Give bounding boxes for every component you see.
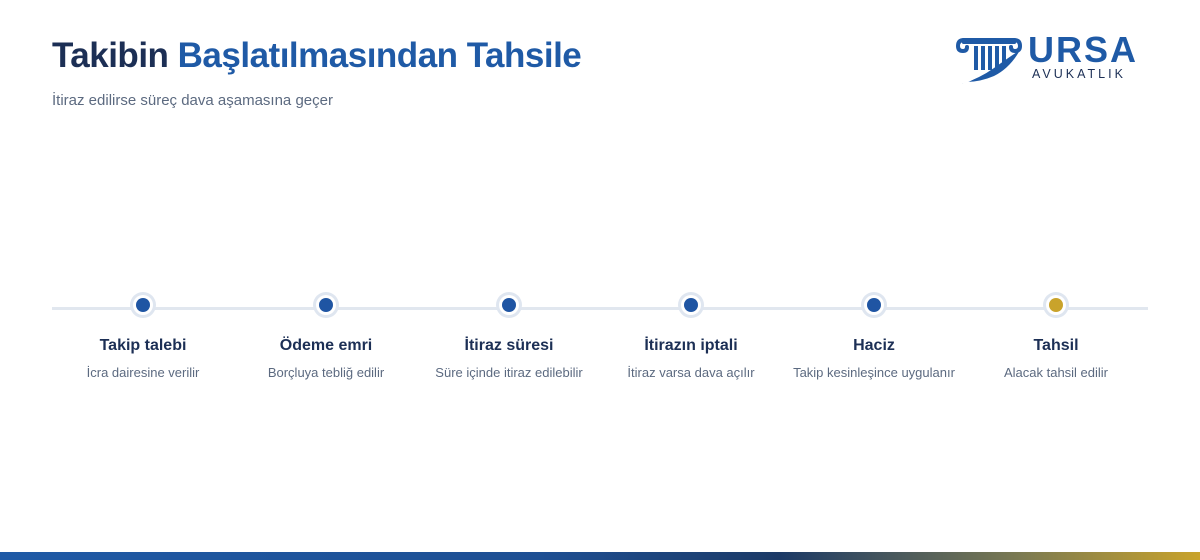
page-subtitle: İtiraz edilirse süreç dava aşamasına geç… [52,92,333,109]
title-part-2: Başlatılmasından Tahsile [177,36,582,75]
step-marker [313,292,339,318]
step-marker [130,292,156,318]
bottom-accent-bar [0,552,1200,560]
step-label: İtirazın iptali [644,337,738,354]
step-label: Tahsil [1033,337,1079,354]
step-marker [496,292,522,318]
timeline-track [52,307,1148,310]
step-description: Süre içinde itiraz edilebilir [435,365,583,380]
step-description: Alacak tahsil edilir [1003,365,1109,380]
logo-wordmark: URSA [1028,29,1139,70]
step-description: İcra dairesine verilir [86,365,200,380]
step-description: Borçluya tebliğ edilir [267,365,385,380]
logo-tagline: AVUKATLIK [1032,67,1126,81]
step-label: Haciz [853,337,895,354]
page-title: Takibin Başlatılmasından Tahsile [52,36,582,76]
step-description: Takip kesinleşince uygulanır [793,365,955,380]
step-label: Takip talebi [99,337,187,354]
step-label: Ödeme emri [279,337,373,354]
step-label: İtiraz süresi [464,337,554,354]
step-marker [1043,292,1069,318]
step-marker [678,292,704,318]
ursa-logo: URSA AVUKATLIK [954,29,1150,88]
title-part-1: Takibin [52,36,169,75]
step-marker [861,292,887,318]
step-description: İtiraz varsa dava açılır [627,365,755,380]
column-quill-icon [955,38,1023,85]
